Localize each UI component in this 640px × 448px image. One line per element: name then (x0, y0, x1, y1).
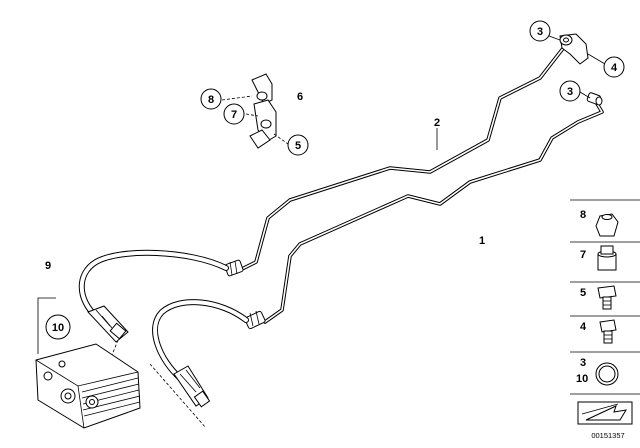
sealing-ring-icon[interactable] (595, 362, 619, 386)
clip-leader-lines (221, 95, 289, 145)
upper-banjo-fitting[interactable] (559, 33, 589, 65)
callout-leaders (436, 35, 606, 150)
lower-flexible-hose[interactable] (152, 299, 249, 381)
hex-bolt-icon[interactable] (597, 285, 617, 310)
svg-text:8: 8 (208, 94, 214, 106)
item-9-bracket (37, 297, 56, 354)
grommet-icon[interactable] (597, 245, 617, 271)
callout-5[interactable]: 5 (287, 134, 309, 156)
svg-text:5: 5 (295, 140, 301, 152)
label-6[interactable]: 6 (297, 91, 303, 103)
oil-line-2[interactable] (238, 40, 570, 272)
oil-line-1[interactable] (263, 100, 604, 324)
callout-3-upper[interactable]: 3 (529, 20, 551, 42)
callout-4[interactable]: 4 (603, 56, 625, 78)
upper-hose-end[interactable] (87, 305, 129, 343)
callout-3-lower[interactable]: 3 (559, 80, 581, 102)
svg-text:3: 3 (537, 26, 543, 38)
label-9[interactable]: 9 (45, 260, 51, 272)
legend-label-3: 3 (580, 357, 586, 369)
legend-label-5: 5 (580, 287, 586, 299)
callout-8[interactable]: 8 (200, 88, 222, 110)
callout-7[interactable]: 7 (223, 103, 245, 125)
banjo-bolt-icon[interactable] (599, 319, 617, 344)
cap-nut-icon[interactable] (595, 213, 619, 237)
callout-10[interactable]: 10 (45, 314, 71, 340)
lower-hose-end[interactable] (173, 365, 211, 408)
upper-flexible-hose[interactable] (78, 249, 229, 319)
legend-label-10: 10 (576, 373, 588, 385)
document-id: 00151357 (591, 431, 624, 440)
document-arrow-icon[interactable] (577, 401, 633, 425)
pipe-1-hose-nut[interactable] (244, 310, 266, 330)
legend-label-8: 8 (580, 209, 586, 221)
hose-clip-assembly[interactable] (249, 73, 277, 149)
oil-cooler[interactable] (35, 343, 141, 429)
svg-text:3: 3 (567, 86, 573, 98)
svg-text:7: 7 (231, 109, 237, 121)
hardware-legend (570, 199, 640, 395)
label-2[interactable]: 2 (434, 117, 440, 129)
lower-pipe-fitting[interactable] (586, 92, 603, 106)
label-1[interactable]: 1 (479, 235, 485, 247)
svg-text:4: 4 (611, 62, 618, 74)
legend-label-7: 7 (580, 249, 586, 261)
legend-label-4: 4 (580, 321, 587, 333)
svg-text:10: 10 (52, 322, 64, 334)
pipe-2-hose-nut[interactable] (224, 259, 244, 277)
